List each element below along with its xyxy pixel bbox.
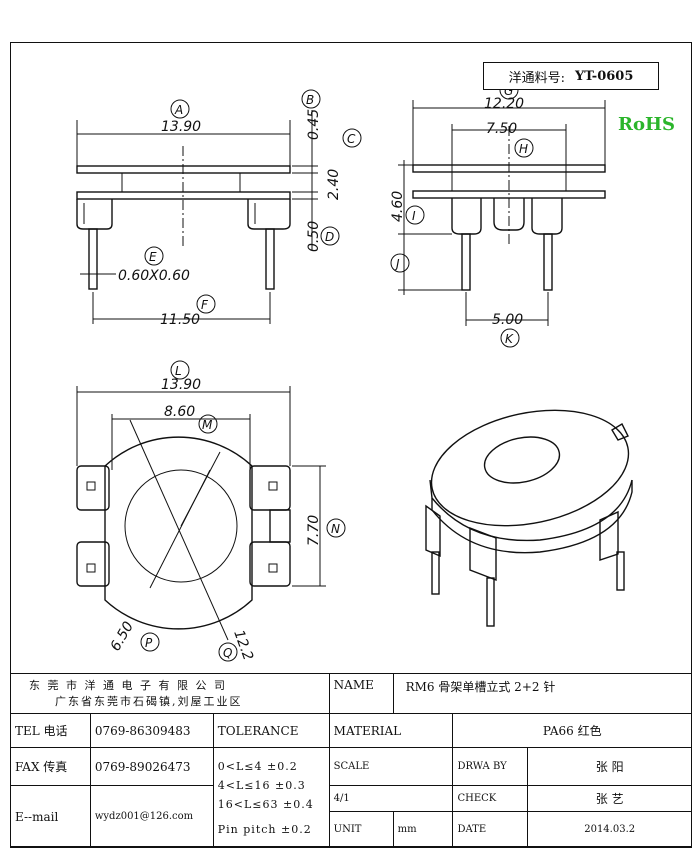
drawby-value: 张 阳 — [527, 747, 692, 786]
dim-d-value: 0.50 — [306, 221, 322, 252]
svg-text:C: C — [347, 132, 356, 146]
callout-k: K — [500, 328, 520, 348]
company-address: 广东省东莞市石碣镇,刘屋工业区 — [55, 694, 243, 708]
email-value: wydz001@126.com — [89, 785, 214, 848]
callout-f: F — [196, 294, 216, 314]
fax-label: FAX 传真 — [10, 747, 91, 786]
unit-label: UNIT — [328, 811, 394, 848]
callout-c: C — [342, 128, 362, 148]
callout-i: I — [405, 205, 425, 225]
company-name: 东 莞 市 洋 通 电 子 有 限 公 司 — [29, 678, 227, 692]
dim-l-value: 13.90 — [161, 377, 201, 393]
front-view — [76, 110, 318, 324]
part-number-label: 洋通料号: — [508, 70, 565, 86]
tel-label: TEL 电话 — [10, 713, 91, 748]
callout-q: Q — [218, 642, 238, 662]
email-label: E--mail — [10, 785, 91, 848]
callout-n: N — [326, 518, 346, 538]
check-label: CHECK — [452, 785, 529, 812]
dim-h-value: 7.50 — [486, 121, 517, 137]
dim-c-value: 2.40 — [326, 169, 342, 200]
drawby-label: DRWA BY — [452, 747, 529, 786]
tel-value: 0769-86309483 — [89, 713, 214, 748]
callout-p: P — [140, 632, 160, 652]
svg-text:F: F — [201, 298, 209, 312]
svg-text:J: J — [394, 257, 400, 271]
check-value: 张 艺 — [527, 785, 692, 812]
svg-text:P: P — [145, 636, 153, 650]
fax-value: 0769-89026473 — [89, 747, 214, 786]
callout-d: D — [320, 226, 340, 246]
technical-drawing: 13.90 0.45 2.40 0.50 0.60X0.60 11.50 12.… — [76, 80, 633, 663]
callout-a: A — [170, 99, 190, 119]
svg-text:L: L — [175, 364, 182, 378]
dim-i-value: 4.60 — [390, 191, 406, 222]
material-value: PA66 红色 — [452, 713, 692, 748]
name-value: RM6 骨架单槽立式 2+2 针 — [392, 673, 693, 714]
callout-m: M — [198, 414, 218, 434]
dim-g-value: 12.20 — [484, 96, 524, 112]
name-label: NAME — [328, 673, 394, 714]
dim-p-value: 6.50 — [108, 619, 137, 654]
dim-f-value: 11.50 — [160, 312, 200, 328]
title-block: 东 莞 市 洋 通 电 子 有 限 公 司 广东省东莞市石碣镇,刘屋工业区 NA… — [10, 673, 693, 848]
callout-e: E — [144, 246, 164, 266]
rohs-mark: RoHS — [618, 114, 675, 135]
svg-text:A: A — [174, 103, 183, 117]
material-label: MATERIAL — [328, 713, 454, 748]
tolerance-range-2: 4<L≤16 ±0.3 — [217, 778, 306, 792]
date-label: DATE — [452, 811, 529, 848]
svg-text:G: G — [504, 84, 513, 98]
svg-text:K: K — [505, 332, 514, 346]
dim-k-value: 5.00 — [492, 312, 523, 328]
svg-text:E: E — [149, 250, 157, 264]
dim-a-value: 13.90 — [161, 119, 201, 135]
scale-value: 4/1 — [328, 785, 454, 812]
svg-text:N: N — [331, 522, 340, 536]
svg-text:Q: Q — [223, 646, 232, 660]
top-view — [76, 386, 326, 641]
tolerance-range-3: 16<L≤63 ±0.4 — [217, 797, 314, 811]
tolerance-label: TOLERANCE — [212, 713, 330, 748]
callout-l: L — [170, 360, 190, 380]
part-number-value: YT-0605 — [575, 68, 634, 84]
isometric-view — [425, 409, 633, 627]
callout-j: J — [390, 253, 410, 273]
svg-text:B: B — [306, 93, 314, 107]
dim-e-value: 0.60X0.60 — [118, 268, 190, 284]
tolerance-range-1: 0<L≤4 ±0.2 — [217, 759, 298, 773]
unit-value: mm — [392, 811, 454, 848]
svg-text:M: M — [202, 418, 213, 432]
dim-b-value: 0.45 — [306, 109, 322, 140]
svg-text:H: H — [519, 142, 528, 156]
svg-text:D: D — [325, 230, 334, 244]
tolerance-values: 0<L≤4 ±0.2 4<L≤16 ±0.3 16<L≤63 ±0.4 Pin … — [212, 747, 330, 848]
callout-h: H — [514, 138, 534, 158]
side-view — [398, 100, 606, 326]
dim-m-value: 8.60 — [164, 404, 195, 420]
svg-text:I: I — [412, 209, 416, 223]
company-cell: 东 莞 市 洋 通 电 子 有 限 公 司 广东省东莞市石碣镇,刘屋工业区 — [10, 673, 330, 714]
scale-label: SCALE — [328, 747, 454, 786]
dim-n-value: 7.70 — [306, 515, 322, 546]
callout-b: B — [301, 89, 321, 109]
part-number-box: 洋通料号: YT-0605 — [483, 62, 659, 90]
tolerance-pin-pitch: Pin pitch ±0.2 — [217, 822, 312, 836]
date-value: 2014.03.2 — [527, 811, 692, 848]
